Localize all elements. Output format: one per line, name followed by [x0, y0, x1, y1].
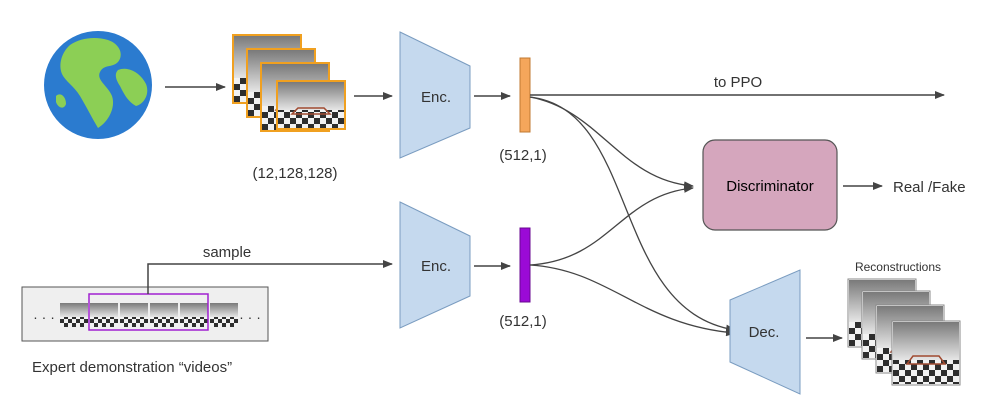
- encoder-bottom-label: Enc.: [421, 258, 451, 275]
- sample-label: sample: [203, 244, 251, 261]
- decoder-label: Dec.: [749, 324, 780, 341]
- sample-arrow: [147, 260, 393, 294]
- ellipsis-right: · · ·: [239, 309, 261, 325]
- real-fake-label: Real /Fake: [893, 179, 966, 196]
- latent-bottom-shape-label: (512,1): [499, 313, 547, 330]
- encoder-top: [399, 31, 471, 159]
- globe-icon: [44, 31, 152, 139]
- latent-bottom-to-discriminator-arrow: [529, 184, 694, 266]
- encoder-bottom: [399, 201, 471, 329]
- reconstruction-frames: [847, 278, 961, 386]
- latent-bottom-to-decoder-arrow: [529, 264, 736, 337]
- decoder: [729, 269, 801, 395]
- encoder-top-label: Enc.: [421, 89, 451, 106]
- discriminator-label: Discriminator: [726, 178, 814, 195]
- latent-top-shape-label: (512,1): [499, 147, 547, 164]
- latent-top-to-decoder-arrow: [529, 96, 736, 333]
- input-shape-label: (12,128,128): [252, 165, 337, 182]
- expert-demo-label: Expert demonstration “videos”: [32, 359, 232, 376]
- reconstructions-label: Reconstructions: [855, 260, 941, 274]
- latent-top: [519, 57, 531, 133]
- to-ppo-label: to PPO: [714, 74, 762, 91]
- observation-frames: [232, 34, 346, 132]
- discriminator-box: [702, 139, 838, 231]
- ellipsis-left: · · ·: [33, 309, 55, 325]
- latent-bottom: [519, 227, 531, 303]
